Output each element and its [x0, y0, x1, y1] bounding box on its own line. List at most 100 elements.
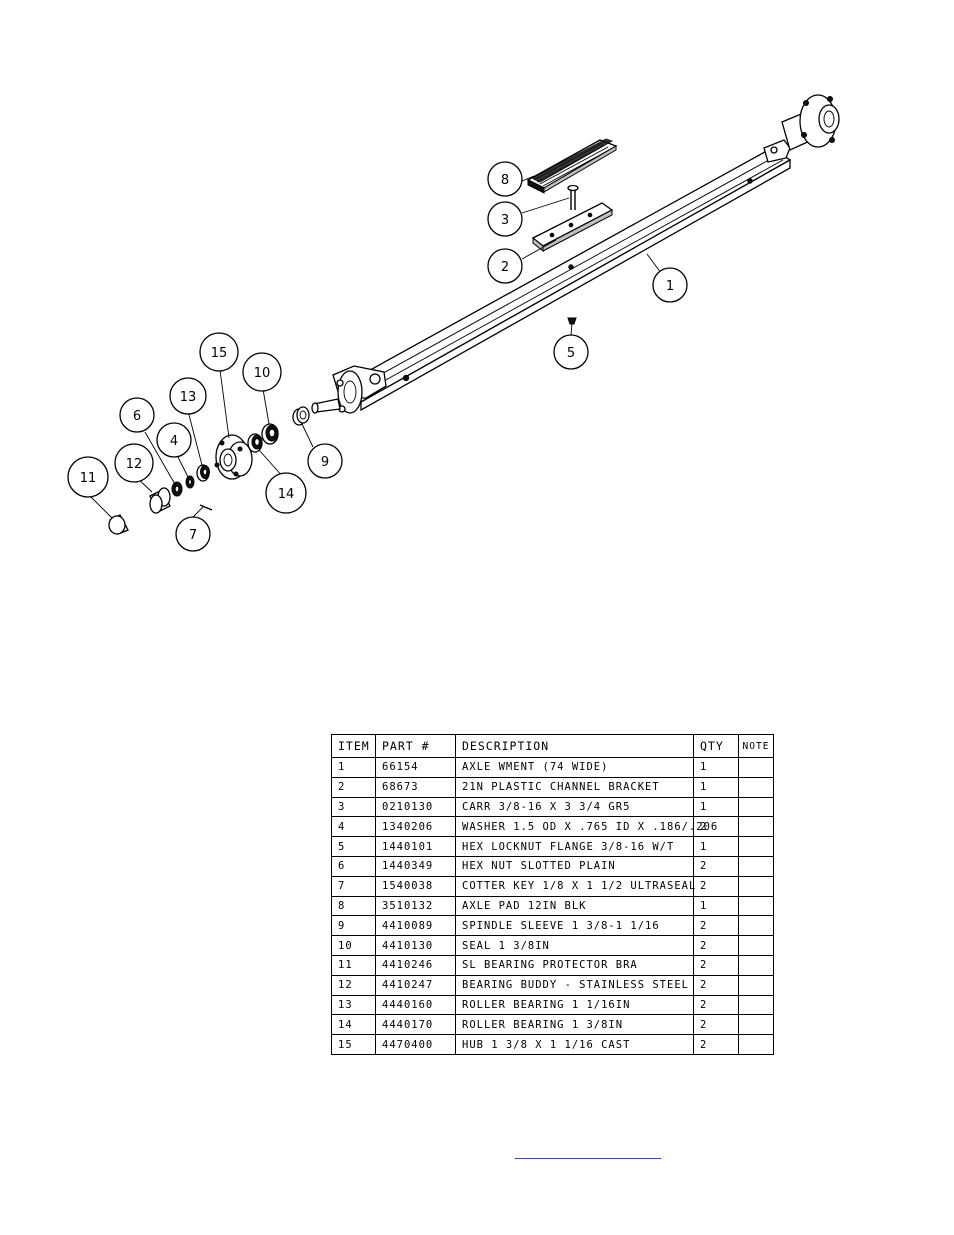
callout-10: 10: [242, 352, 282, 392]
header-note: NOTE: [738, 734, 774, 758]
callout-14: 14: [265, 472, 307, 514]
svg-text:8: 8: [501, 173, 509, 188]
cell-description: SPINDLE SLEEVE 1 3/8-1 1/16: [455, 915, 694, 937]
cell-note: [738, 935, 774, 956]
cell-note: [738, 796, 774, 818]
cell-item: 5: [331, 836, 376, 857]
cell-item: 11: [331, 954, 376, 976]
cell-part: 4410130: [375, 935, 456, 956]
callout-9: 9: [307, 443, 343, 479]
callout-4: 4: [156, 422, 192, 458]
cell-part: 4440170: [375, 1014, 456, 1036]
cell-description: WASHER 1.5 OD X .765 ID X .186/.206: [455, 816, 717, 838]
table-header-row: ITEM PART # DESCRIPTION QTY NOTE: [331, 734, 774, 758]
locknut: [567, 317, 577, 325]
cell-description: ROLLER BEARING 1 1/16IN: [455, 994, 694, 1016]
cell-item: 13: [331, 994, 376, 1016]
cell-part: 4410246: [375, 954, 456, 976]
channel-bracket: [531, 202, 614, 253]
cell-note: [738, 855, 774, 877]
callout-15: 15: [199, 332, 239, 372]
cell-description: 21N PLASTIC CHANNEL BRACKET: [455, 776, 694, 798]
cell-part: 3510132: [375, 895, 456, 917]
cell-description: SL BEARING PROTECTOR BRA: [455, 954, 694, 976]
callout-8: 8: [487, 161, 523, 197]
cell-qty: 1: [693, 836, 739, 857]
cotter-key: [199, 504, 213, 511]
cell-description: HUB 1 3/8 X 1 1/16 CAST: [455, 1034, 694, 1055]
callout-5: 5: [553, 334, 589, 370]
svg-text:11: 11: [80, 471, 97, 486]
carriage-bolt: [567, 184, 579, 210]
header-part-number: PART #: [375, 734, 456, 758]
header-description: DESCRIPTION: [455, 734, 694, 758]
cell-part: 1440101: [375, 836, 456, 857]
cell-item: 2: [331, 776, 376, 798]
cell-part: 0210130: [375, 796, 456, 818]
right-end-hub: [763, 94, 840, 163]
cell-description: COTTER KEY 1/8 X 1 1/2 ULTRASEAL: [455, 875, 695, 897]
cell-description: HEX NUT SLOTTED PLAIN: [455, 855, 694, 877]
bearing-protector: [108, 514, 129, 535]
svg-text:5: 5: [567, 346, 575, 361]
cell-qty: 2: [693, 1034, 739, 1055]
cell-note: [738, 994, 774, 1016]
cell-part: 4440160: [375, 994, 456, 1016]
svg-text:6: 6: [133, 409, 141, 424]
washer: [185, 475, 195, 489]
callout-13: 13: [169, 377, 207, 415]
link-underline: [515, 1158, 661, 1159]
slotted-nut: [171, 481, 183, 497]
cell-description: SEAL 1 3/8IN: [455, 935, 694, 956]
cell-qty: 2: [693, 1014, 739, 1036]
axle-pad: [526, 138, 618, 194]
cell-item: 7: [331, 875, 376, 897]
cell-description: ROLLER BEARING 1 3/8IN: [455, 1014, 694, 1036]
header-item: ITEM: [331, 734, 376, 758]
cell-item: 3: [331, 796, 376, 818]
cell-note: [738, 1014, 774, 1036]
cell-note: [738, 974, 774, 996]
cell-item: 15: [331, 1034, 376, 1055]
callout-3: 3: [487, 201, 523, 237]
cell-item: 6: [331, 855, 376, 877]
cell-qty: 2: [693, 974, 739, 996]
cell-note: [738, 895, 774, 917]
cell-qty: 2: [693, 875, 739, 897]
left-spindle-bracket: [311, 365, 387, 414]
seal: [261, 423, 279, 445]
svg-text:10: 10: [254, 366, 271, 381]
callout-7: 7: [175, 516, 211, 552]
svg-text:13: 13: [180, 390, 197, 405]
cell-item: 1: [331, 757, 376, 778]
svg-text:12: 12: [126, 457, 143, 472]
cell-qty: 2: [693, 994, 739, 1016]
svg-text:1: 1: [666, 279, 674, 294]
cell-note: [738, 875, 774, 897]
svg-text:9: 9: [321, 455, 329, 470]
svg-text:4: 4: [170, 434, 178, 449]
header-qty: QTY: [693, 734, 739, 758]
cell-note: [738, 816, 774, 838]
cell-item: 10: [331, 935, 376, 956]
cell-qty: 1: [693, 757, 739, 778]
cell-part: 4410089: [375, 915, 456, 937]
spindle-sleeve: [292, 406, 310, 426]
callout-6: 6: [119, 397, 155, 433]
svg-text:3: 3: [501, 213, 509, 228]
callout-2: 2: [487, 248, 523, 284]
cell-note: [738, 915, 774, 937]
cell-description: AXLE WMENT (74 WIDE): [455, 757, 694, 778]
cell-qty: 2: [693, 915, 739, 937]
